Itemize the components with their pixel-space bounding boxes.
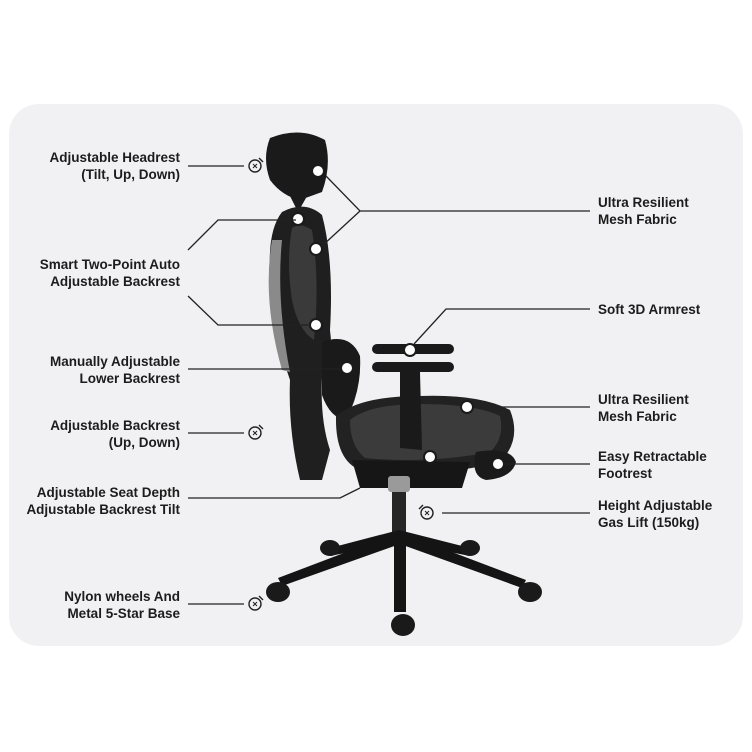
callout-armrest: Soft 3D Armrest bbox=[598, 302, 701, 317]
hotspot-dot-icon bbox=[460, 400, 474, 414]
background-panel bbox=[9, 104, 743, 646]
leader-lines bbox=[187, 165, 590, 605]
adjust-dial-icons bbox=[248, 157, 434, 611]
hotspot-dot-icon bbox=[491, 457, 505, 471]
hotspot-dot-icon bbox=[311, 164, 325, 178]
hotspot-dot-icon bbox=[340, 361, 354, 375]
adjust-dial-icon bbox=[248, 424, 264, 440]
callout-headrest: Adjustable Headrest(Tilt, Up, Down) bbox=[49, 150, 180, 182]
adjust-dial-icon bbox=[248, 157, 264, 173]
callout-backrest-updown: Adjustable Backrest(Up, Down) bbox=[50, 418, 180, 450]
hotspot-dot-icon bbox=[309, 242, 323, 256]
hotspot-dot-icon bbox=[403, 343, 417, 357]
hotspot-dots bbox=[291, 164, 505, 471]
adjust-dial-icon bbox=[248, 595, 264, 611]
hotspot-dot-icon bbox=[291, 212, 305, 226]
hotspot-dot-icon bbox=[309, 318, 323, 332]
chair-image bbox=[266, 132, 542, 636]
hotspot-dot-icon bbox=[423, 450, 437, 464]
adjust-dial-icon bbox=[418, 504, 434, 520]
